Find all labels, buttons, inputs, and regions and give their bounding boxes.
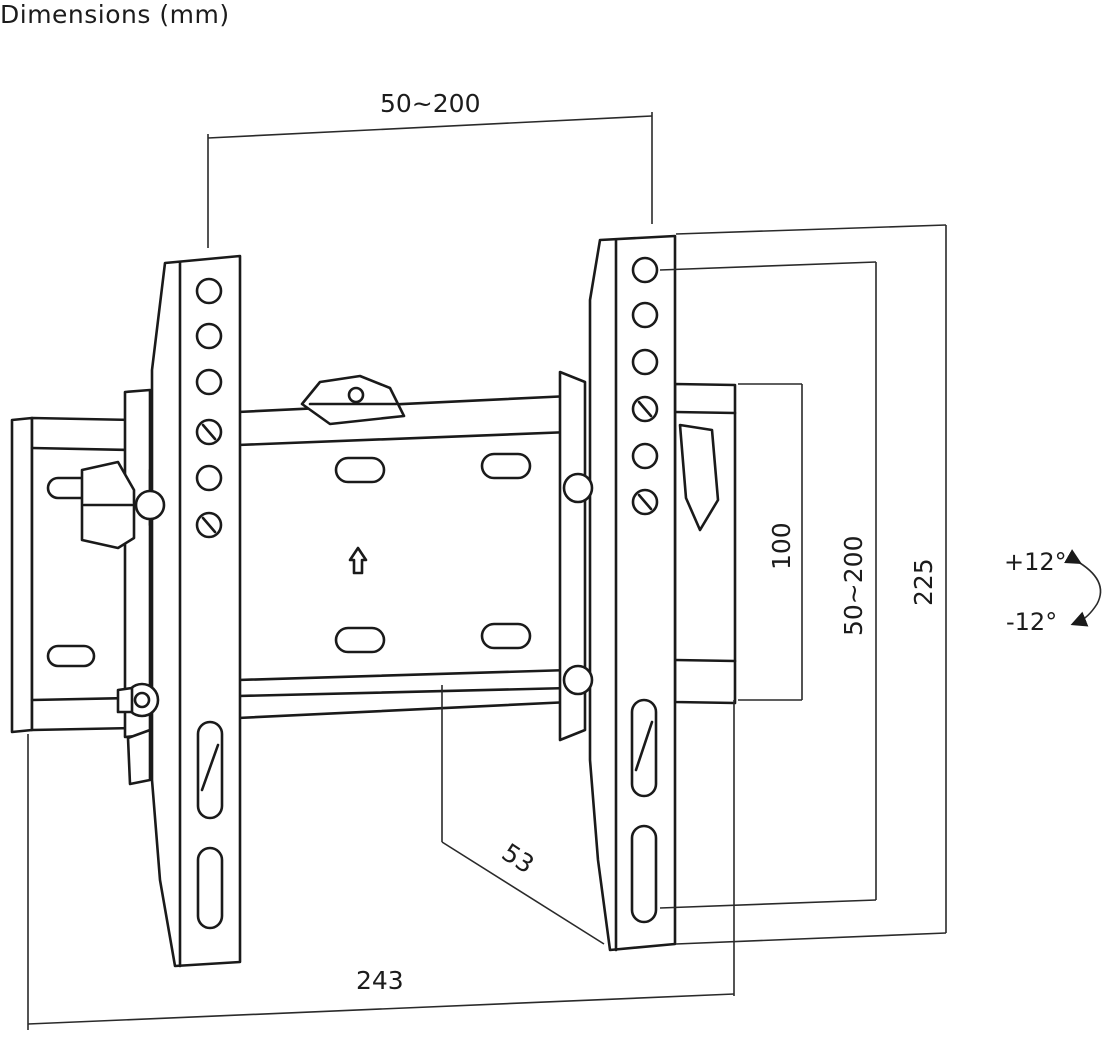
tilt-indicator: +12° -12° xyxy=(1004,548,1102,636)
label-wall-plate-height: 100 xyxy=(767,522,796,570)
page-title: Dimensions (mm) xyxy=(0,0,230,29)
dim-wall-plate-height xyxy=(738,383,803,701)
left-arm xyxy=(80,254,242,968)
label-vesa-horizontal: 50~200 xyxy=(380,89,480,118)
label-depth: 53 xyxy=(497,838,539,880)
right-arm xyxy=(558,234,677,952)
up-arrow-icon xyxy=(348,546,368,575)
tilt-up-label: +12° xyxy=(1004,548,1067,576)
label-total-height: 225 xyxy=(909,558,938,606)
dim-depth xyxy=(441,685,605,945)
center-plate xyxy=(236,374,572,720)
dim-vesa-vertical xyxy=(659,261,877,909)
label-total-width: 243 xyxy=(356,966,404,995)
label-vesa-vertical: 50~200 xyxy=(839,536,868,636)
wall-plate-right xyxy=(673,382,737,705)
dim-total-height xyxy=(675,224,947,945)
dim-total-width xyxy=(27,700,735,1030)
dim-vesa-horizontal xyxy=(207,112,653,248)
tilt-arc-icon xyxy=(1064,549,1102,627)
tilt-down-label: -12° xyxy=(1006,608,1057,636)
wall-plate xyxy=(10,388,152,739)
